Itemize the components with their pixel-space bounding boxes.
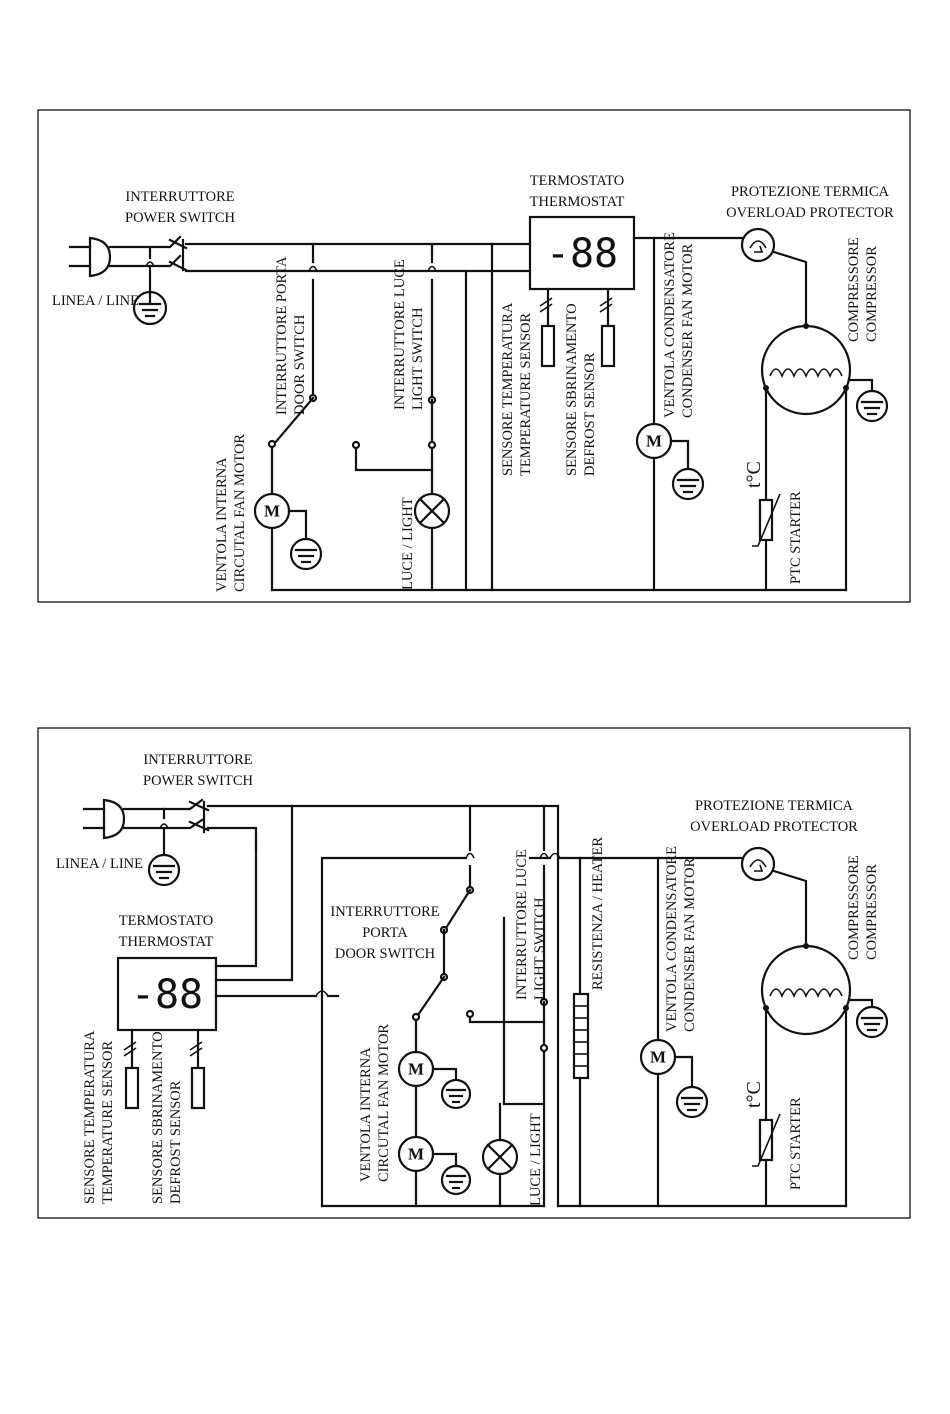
bottom-condenser-fan-motor: M [639, 1038, 677, 1076]
bottom-overload-protector [740, 846, 776, 882]
bottom-defrost-sensor-label-it: SENSORE SBRINAMENTO [150, 1031, 166, 1204]
top-ground-icon-2 [289, 537, 323, 571]
top-ground-icon-3 [671, 467, 705, 501]
bottom-heater-label: RESISTENZA / HEATER [590, 837, 606, 990]
bottom-power-switch-label-it: INTERRUTTORE [143, 752, 252, 768]
top-lamp-icon [413, 492, 451, 530]
bottom-door-switch-label-it-2: PORTA [362, 925, 408, 941]
bottom-temp-sensor-label-en: TEMPERATURE SENSOR [100, 1041, 116, 1204]
bottom-light-switch-label-en: LIGHT SWITCH [532, 897, 548, 1000]
bottom-defrost-sensor [190, 1066, 206, 1110]
bottom-ground-icon-2 [440, 1078, 472, 1110]
bottom-light-label: LUCE / LIGHT [528, 1113, 544, 1206]
top-door-switch-label-it: INTERRUTTORE PORTA [274, 256, 290, 415]
top-line-label: LINEA / LINE [52, 293, 139, 309]
bottom-condenser-fan-label-en: CONDENSER FAN MOTOR [682, 857, 698, 1032]
top-temp-sensor-label-en: TEMPERATURE SENSOR [518, 313, 534, 476]
top-circ-fan-motor: M [253, 492, 291, 530]
top-labels: INTERRUTTORE POWER SWITCH LINEA / LINE T… [52, 173, 894, 592]
bottom-plug-icon [82, 798, 126, 840]
top-compressor-label-it: COMPRESSORE [846, 237, 862, 342]
top-ptc-starter: t°C [743, 461, 781, 547]
top-power-switch-label-it: INTERRUTTORE [125, 189, 234, 205]
bottom-circ-fan-motor-1: M [397, 1050, 435, 1088]
bottom-thermostat-display: -88 [131, 972, 203, 1018]
bottom-thermostat-label-en: THERMOSTAT [119, 934, 214, 950]
top-door-switch-label-en: DOOR SWITCH [292, 314, 308, 415]
bottom-labels: INTERRUTTORE POWER SWITCH LINEA / LINE T… [56, 752, 880, 1206]
top-temp-sensor-label-it: SENSORE TEMPERATURA [500, 302, 516, 476]
top-thermostat-display: -88 [546, 231, 618, 277]
top-thermostat: -88 [528, 215, 636, 291]
top-compressor-label-en: COMPRESSOR [864, 246, 880, 342]
bottom-tc-label: t°C [743, 1081, 765, 1108]
bottom-line-label: LINEA / LINE [56, 856, 143, 872]
top-compressor [760, 323, 852, 416]
bottom-ptc-label: PTC STARTER [788, 1097, 804, 1190]
top-thermostat-label-it: TERMOSTATO [530, 173, 624, 189]
top-defrost-sensor [600, 324, 616, 368]
bottom-power-switch-label-en: POWER SWITCH [143, 773, 253, 789]
bottom-overload-label-it: PROTEZIONE TERMICA [695, 798, 854, 814]
bottom-light-switch-label-it: INTERRUTTORE LUCE [514, 849, 530, 1000]
top-light-switch-label-it: INTERRUTTORE LUCE [392, 259, 408, 410]
bottom-circ-fan-label-en: CIRCUTAL FAN MOTOR [376, 1024, 392, 1182]
top-overload-label-it: PROTEZIONE TERMICA [731, 184, 890, 200]
bottom-thermostat-label-it: TERMOSTATO [119, 913, 213, 929]
bottom-diagram: -88 M [37, 727, 911, 1219]
top-defrost-sensor-label-en: DEFROST SENSOR [582, 352, 598, 476]
top-condenser-fan-label-en: CONDENSER FAN MOTOR [680, 243, 696, 418]
bottom-motor-label-3: M [650, 1048, 666, 1067]
top-diagram: M -88 [37, 109, 911, 603]
bottom-motor-label-1: M [408, 1060, 424, 1079]
bottom-overload-label-en: OVERLOAD PROTECTOR [690, 819, 858, 835]
top-frame [37, 109, 911, 603]
top-defrost-sensor-label-it: SENSORE SBRINAMENTO [564, 303, 580, 476]
bottom-circ-fan-motor-2: M [397, 1135, 435, 1173]
bottom-thermostat: -88 [116, 956, 218, 1032]
top-temp-sensor [540, 324, 556, 368]
top-condenser-fan-motor: M [635, 422, 673, 460]
bottom-ptc-starter: t°C [743, 1081, 781, 1167]
bottom-ground-icon-1 [147, 853, 181, 887]
bottom-temp-sensor [124, 1066, 140, 1110]
bottom-frame [37, 727, 911, 1219]
top-condenser-fan-label-it: VENTOLA CONDENSATORE [662, 232, 678, 418]
bottom-compressor [760, 943, 852, 1036]
top-overload-label-en: OVERLOAD PROTECTOR [726, 205, 894, 221]
bottom-temp-sensor-label-it: SENSORE TEMPERATURA [82, 1030, 98, 1204]
top-power-switch-label-en: POWER SWITCH [125, 210, 235, 226]
bottom-heater-icon [572, 992, 590, 1080]
top-ptc-label: PTC STARTER [788, 491, 804, 584]
top-light-label: LUCE / LIGHT [400, 497, 416, 590]
top-thermostat-label-en: THERMOSTAT [530, 194, 625, 210]
bottom-motor-label-2: M [408, 1145, 424, 1164]
bottom-compressor-label-en: COMPRESSOR [864, 864, 880, 960]
top-overload-protector [740, 227, 776, 263]
top-ground-icon-1 [132, 290, 168, 326]
bottom-door-switch-label-it-1: INTERRUTTORE [330, 904, 439, 920]
bottom-door-switch-label-en: DOOR SWITCH [335, 946, 436, 962]
top-circ-fan-label-it: VENTOLA INTERNA [214, 457, 230, 592]
top-motor-label-1: M [264, 502, 280, 521]
bottom-ground-icon-3 [440, 1164, 472, 1196]
top-tc-label: t°C [743, 461, 765, 488]
bottom-defrost-sensor-label-en: DEFROST SENSOR [168, 1080, 184, 1204]
top-plug-icon [68, 236, 112, 278]
top-ground-icon-4 [855, 389, 889, 423]
bottom-condenser-fan-label-it: VENTOLA CONDENSATORE [664, 846, 680, 1032]
bottom-lamp-icon [481, 1138, 519, 1176]
bottom-ground-icon-5 [855, 1005, 889, 1039]
bottom-compressor-label-it: COMPRESSORE [846, 855, 862, 960]
top-circ-fan-label-en: CIRCUTAL FAN MOTOR [232, 434, 248, 592]
bottom-ground-icon-4 [675, 1085, 709, 1119]
top-motor-label-2: M [646, 432, 662, 451]
top-light-switch-label-en: LIGHT SWITCH [410, 307, 426, 410]
bottom-circ-fan-label-it: VENTOLA INTERNA [358, 1047, 374, 1182]
